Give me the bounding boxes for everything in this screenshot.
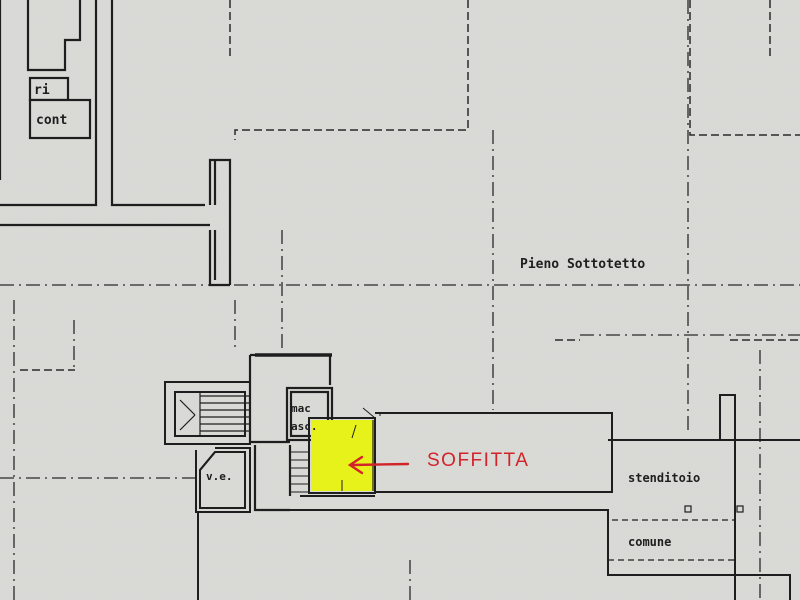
vano-room <box>195 447 251 513</box>
label-pieno-sottotetto: Pieno Sottotetto <box>520 257 645 272</box>
lower-building-walls <box>197 394 800 600</box>
soffitta-arrow-icon <box>347 455 410 475</box>
soffitta-highlight <box>311 420 373 491</box>
soffitta-walls <box>308 407 376 494</box>
attic-corridor <box>375 412 613 493</box>
label-comune: comune <box>628 535 671 549</box>
label-soffitta: SOFFITTA <box>427 450 529 471</box>
walls-top-left <box>0 0 232 287</box>
label-vano: v.e. <box>206 470 233 483</box>
label-stenditoio: stenditoio <box>628 471 700 485</box>
dashed-outlines <box>20 0 800 371</box>
label-ripostiglio-top: ri <box>34 83 50 98</box>
label-macchine-bottom: asc. <box>291 420 318 433</box>
label-ripostiglio-bottom: cont <box>36 113 67 128</box>
label-macchine-top: mac <box>291 402 311 415</box>
